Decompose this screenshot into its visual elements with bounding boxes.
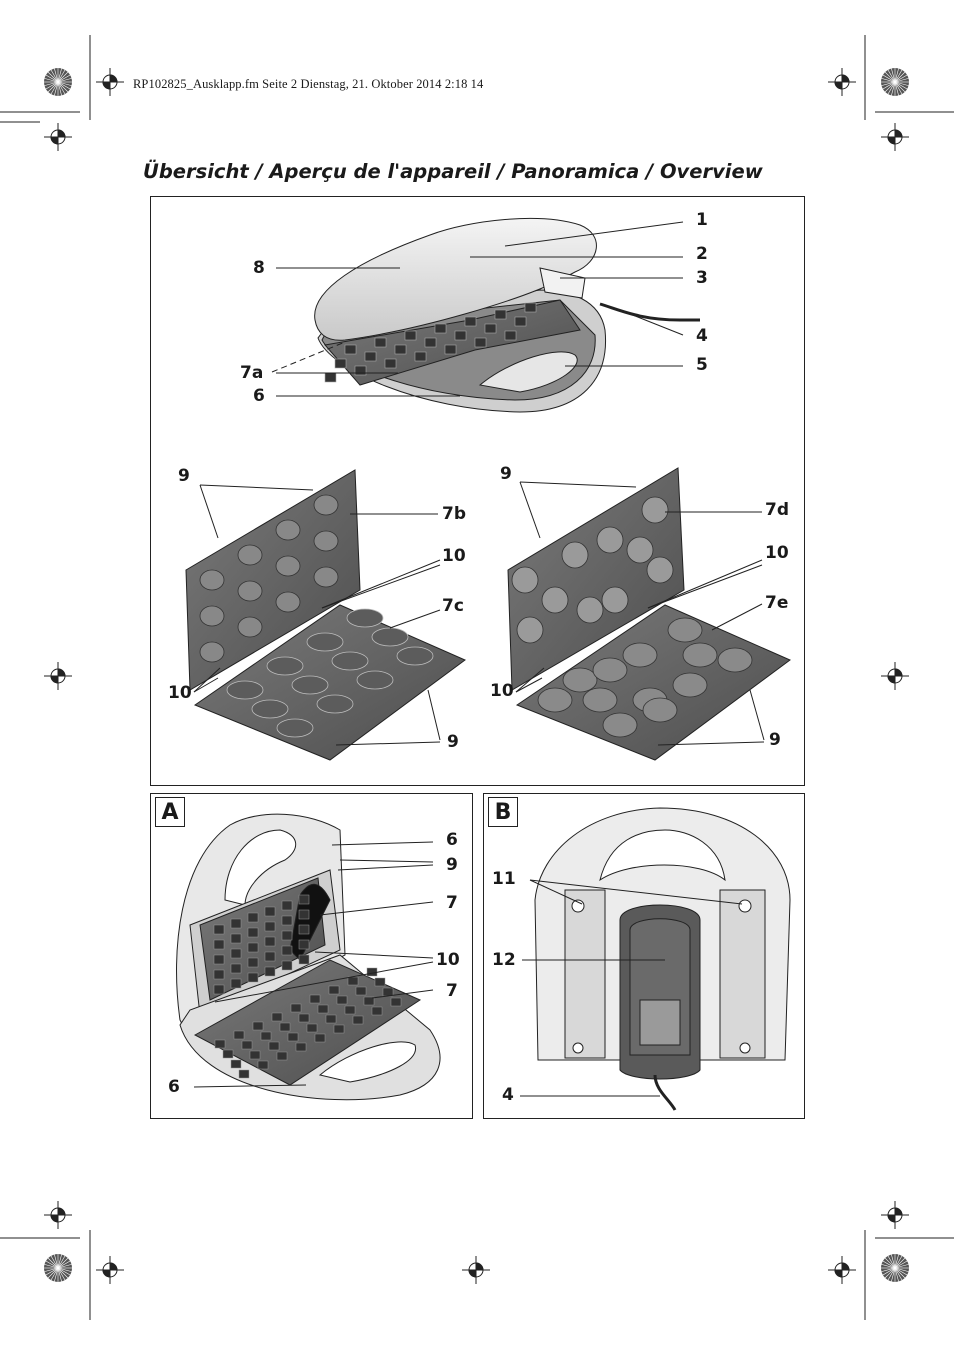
callout-9-right-bottom: 9 (769, 730, 781, 750)
panel-a-callout-7-bottom: 7 (446, 981, 458, 1001)
overview-frame (150, 196, 805, 786)
callout-10-right-bottom: 10 (490, 681, 514, 701)
callout-2: 2 (696, 244, 708, 264)
callout-9-left-bottom: 9 (447, 732, 459, 752)
waffle-grid-overview (324, 302, 537, 383)
callout-4: 4 (696, 326, 708, 346)
callout-3: 3 (696, 268, 708, 288)
waffle-maker-underside (534, 807, 791, 1111)
panel-b-letter: B (488, 797, 518, 827)
panel-a-callout-6-bottom: 6 (168, 1077, 180, 1097)
panel-a-frame (150, 793, 473, 1119)
callout-7b: 7b (442, 504, 466, 524)
panel-a-callout-10: 10 (436, 950, 460, 970)
panel-b-callout-11: 11 (492, 869, 516, 889)
callout-10-left-top: 10 (442, 546, 466, 566)
waffle-maker-overview (314, 218, 700, 413)
callout-1: 1 (696, 210, 708, 230)
callout-7c: 7c (442, 596, 464, 616)
panel-a-callout-9: 9 (446, 855, 458, 875)
callout-10-left-bottom: 10 (168, 683, 192, 703)
callout-9-right-top: 9 (500, 464, 512, 484)
callout-7d: 7d (765, 500, 789, 520)
callout-7a: 7a (240, 363, 264, 383)
panel-b-frame (483, 793, 805, 1119)
starburst-mark (44, 68, 909, 1282)
callout-8: 8 (253, 258, 265, 278)
panel-a-letter: A (155, 797, 185, 827)
file-header: RP102825_Ausklapp.fm Seite 2 Dienstag, 2… (133, 77, 484, 91)
callout-7e: 7e (765, 593, 789, 613)
plate-7d (507, 467, 685, 691)
panel-a-callout-7-top: 7 (446, 893, 458, 913)
callout-6: 6 (253, 386, 265, 406)
callout-5: 5 (696, 355, 708, 375)
callout-9-left-top: 9 (178, 466, 190, 486)
panel-a-callout-6-top: 6 (446, 830, 458, 850)
plate-7e (515, 604, 791, 761)
plate-7b (185, 469, 361, 691)
page-title: Übersicht / Aperçu de l'appareil / Panor… (143, 160, 763, 183)
panel-b-callout-4: 4 (502, 1085, 514, 1105)
callout-10-right-top: 10 (765, 543, 789, 563)
panel-b-callout-12: 12 (492, 950, 516, 970)
